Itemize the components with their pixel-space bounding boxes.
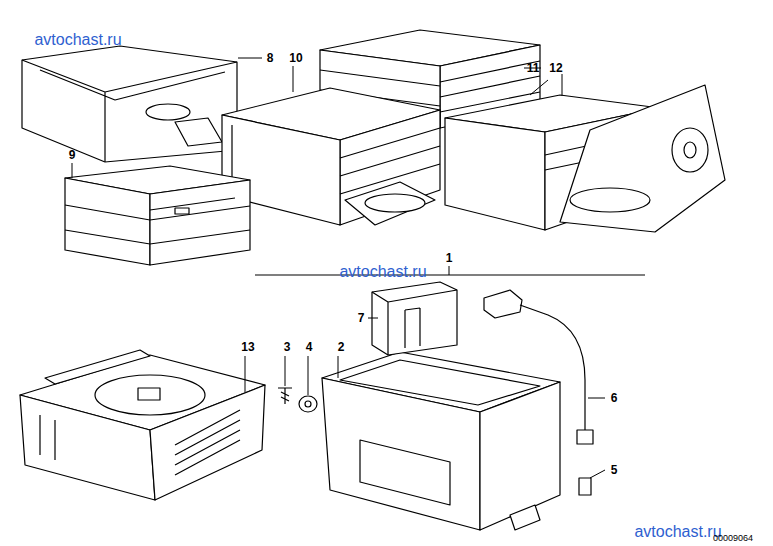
callout-number: 5: [611, 464, 618, 476]
callout-number: 13: [241, 341, 254, 353]
watermark: avtochast.ru: [634, 524, 721, 540]
callout-number: 8: [267, 52, 274, 64]
callout-number: 10: [289, 52, 302, 64]
callout-number: 9: [69, 149, 76, 161]
callout-number: 1: [446, 252, 453, 264]
callout-number: 7: [358, 312, 365, 324]
callout-number: 11: [527, 62, 540, 74]
drawing-number: 00009064: [713, 534, 753, 543]
watermark: avtochast.ru: [339, 264, 426, 280]
watermark: avtochast.ru: [34, 32, 121, 48]
callout-number: 4: [306, 341, 313, 353]
callout-number: 6: [611, 392, 618, 404]
callout-number: 2: [338, 341, 345, 353]
callout-number: 3: [284, 341, 291, 353]
callout-number: 12: [549, 62, 562, 74]
